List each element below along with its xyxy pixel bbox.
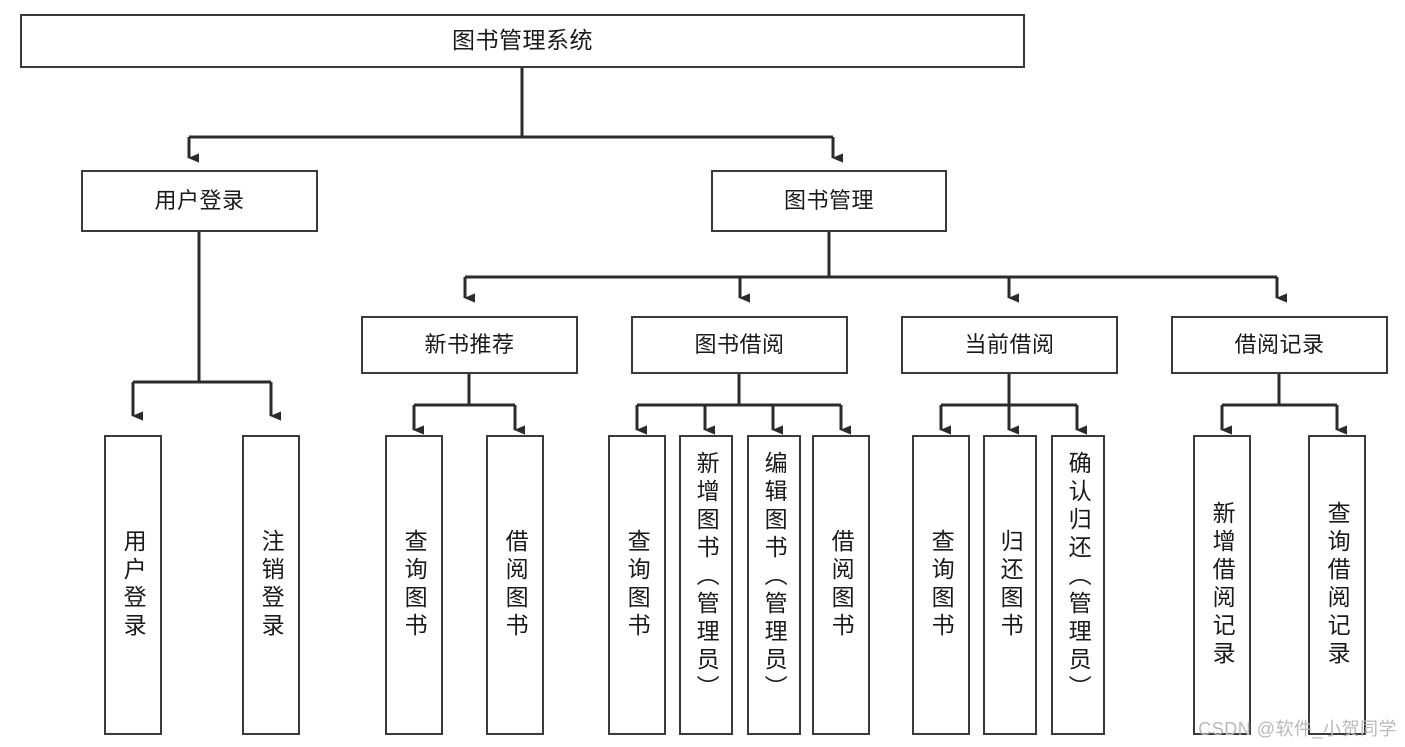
node-book-manage-label: 图书管理 (783, 188, 874, 214)
watermark: CSDN @软件_小贺同学 (1198, 719, 1397, 739)
node-leaf-confirm-return[interactable]: 确认归还（管理员） (1051, 435, 1105, 735)
node-leaf-borrow-book-1-label: 借阅图书 (502, 529, 529, 641)
node-book-borrow-label: 图书借阅 (694, 332, 785, 358)
node-new-book-recommend[interactable]: 新书推荐 (361, 316, 578, 374)
node-new-book-recommend-label: 新书推荐 (424, 332, 515, 358)
node-leaf-edit-book[interactable]: 编辑图书（管理员） (747, 435, 801, 735)
node-leaf-borrow-book-1[interactable]: 借阅图书 (486, 435, 544, 735)
node-leaf-borrow-book-2[interactable]: 借阅图书 (812, 435, 870, 735)
node-leaf-user-login[interactable]: 用户登录 (104, 435, 162, 735)
node-leaf-add-book-label: 新增图书（管理员） (693, 451, 720, 703)
node-current-borrow-label: 当前借阅 (964, 332, 1055, 358)
node-book-borrow[interactable]: 图书借阅 (631, 316, 848, 374)
node-leaf-query-book-1-label: 查询图书 (401, 529, 428, 641)
node-leaf-query-record[interactable]: 查询借阅记录 (1308, 435, 1366, 735)
node-leaf-logout-login[interactable]: 注销登录 (242, 435, 300, 735)
node-book-manage[interactable]: 图书管理 (711, 170, 947, 232)
node-leaf-query-book-2-label: 查询图书 (624, 529, 651, 641)
node-leaf-return-book-label: 归还图书 (997, 529, 1024, 641)
node-leaf-add-record-label: 新增借阅记录 (1209, 501, 1236, 669)
node-leaf-return-book[interactable]: 归还图书 (983, 435, 1037, 735)
node-leaf-query-record-label: 查询借阅记录 (1324, 501, 1351, 669)
node-leaf-query-book-1[interactable]: 查询图书 (385, 435, 443, 735)
node-current-borrow[interactable]: 当前借阅 (901, 316, 1118, 374)
node-user-login[interactable]: 用户登录 (81, 170, 318, 232)
node-leaf-edit-book-label: 编辑图书（管理员） (761, 451, 788, 703)
node-leaf-confirm-return-label: 确认归还（管理员） (1065, 451, 1092, 703)
node-user-login-label: 用户登录 (154, 188, 245, 214)
node-leaf-logout-login-label: 注销登录 (258, 529, 285, 641)
node-leaf-add-record[interactable]: 新增借阅记录 (1193, 435, 1251, 735)
node-leaf-query-book-2[interactable]: 查询图书 (608, 435, 666, 735)
node-borrow-record[interactable]: 借阅记录 (1171, 316, 1388, 374)
node-root-label: 图书管理系统 (452, 27, 593, 54)
node-borrow-record-label: 借阅记录 (1234, 332, 1325, 358)
node-leaf-query-book-3-label: 查询图书 (928, 529, 955, 641)
node-root[interactable]: 图书管理系统 (20, 14, 1025, 68)
node-leaf-user-login-label: 用户登录 (120, 529, 147, 641)
node-leaf-query-book-3[interactable]: 查询图书 (912, 435, 970, 735)
node-leaf-borrow-book-2-label: 借阅图书 (828, 529, 855, 641)
node-leaf-add-book[interactable]: 新增图书（管理员） (679, 435, 733, 735)
